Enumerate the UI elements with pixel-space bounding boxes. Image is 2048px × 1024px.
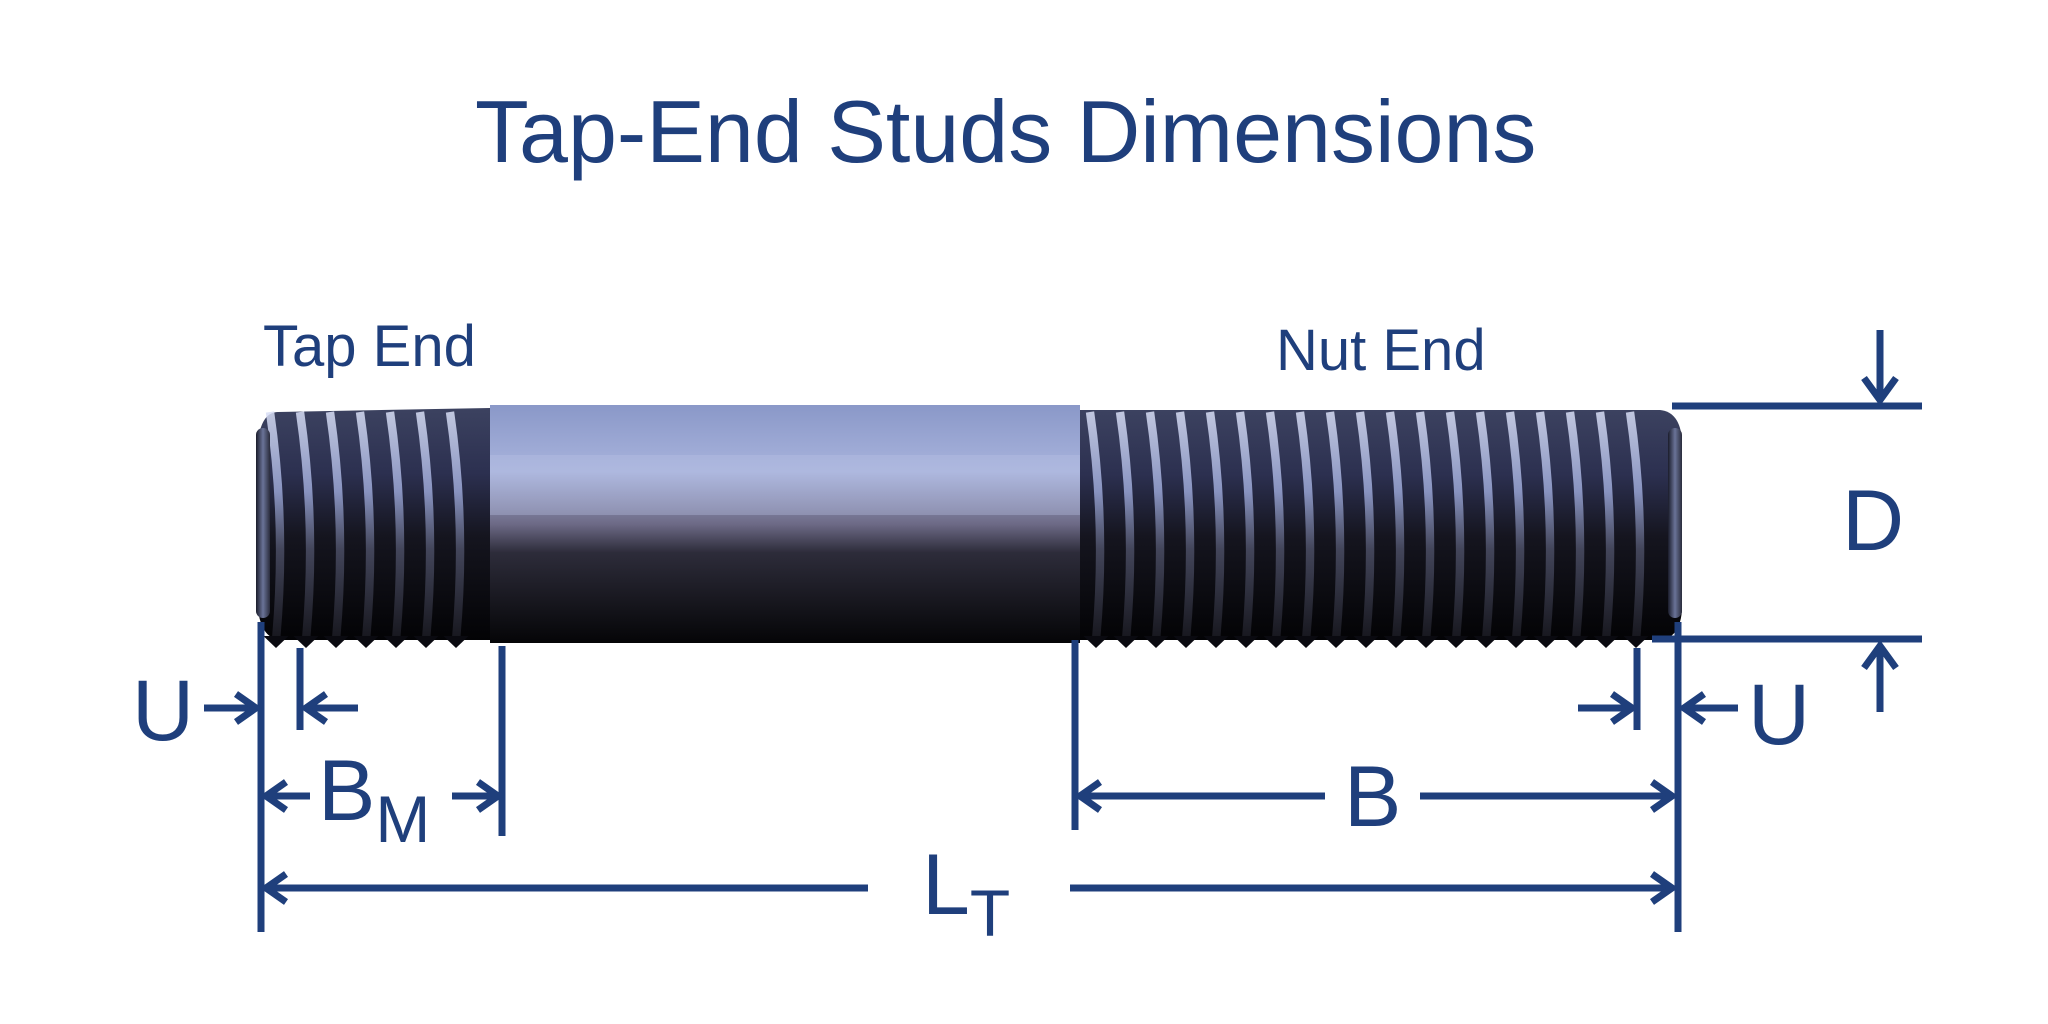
nut-thread-crest: [1295, 411, 1315, 641]
nut-thread-crest: [1565, 411, 1585, 641]
tap-thread-crest: [325, 411, 345, 641]
nut-thread-tooth: [1263, 636, 1289, 648]
b-right-arrowhead: [1649, 779, 1679, 813]
nut-thread-crest: [1415, 411, 1435, 641]
d-top-arrowhead: [1861, 375, 1899, 406]
nut-thread-tooth: [1353, 636, 1379, 648]
d-bottom-arrowhead: [1861, 640, 1899, 671]
dimension-bm-label: BM: [318, 748, 430, 852]
nut-thread-tooth: [1203, 636, 1229, 648]
dimension-d-label: D: [1842, 473, 1905, 569]
nut-end-label: Nut End: [1276, 318, 1486, 383]
nut-end-threads: [1083, 411, 1649, 648]
nut-thread-crest: [1535, 411, 1555, 641]
shaft-highlight: [490, 455, 1080, 515]
nut-thread-tooth: [1233, 636, 1259, 648]
tap-thread-tooth: [323, 636, 349, 648]
nut-thread-tooth: [1173, 636, 1199, 648]
nut-thread-crest: [1505, 411, 1525, 641]
tap-thread-tooth: [443, 636, 469, 648]
dimension-lt-main: L: [922, 837, 970, 933]
dimension-bm-main: B: [318, 743, 376, 839]
u-right-inner-arrowhead: [1609, 691, 1639, 725]
nut-thread-tooth: [1443, 636, 1469, 648]
arrowheads: [233, 375, 1899, 905]
nut-thread-crest: [1385, 411, 1405, 641]
dimension-b-label: B: [1344, 749, 1402, 845]
nut-thread-crest: [1235, 411, 1255, 641]
nut-thread-crest: [1445, 411, 1465, 641]
b-left-arrowhead: [1073, 779, 1103, 813]
tap-thread-crest: [295, 411, 315, 641]
nut-thread-crest: [1355, 411, 1375, 641]
nut-end-chamfer: [1668, 428, 1682, 618]
u-left-outer-arrowhead: [233, 691, 263, 725]
tap-end-threads: [263, 411, 469, 648]
nut-thread-tooth: [1113, 636, 1139, 648]
tap-end-chamfer: [256, 428, 270, 618]
tap-thread-tooth: [383, 636, 409, 648]
tap-thread-tooth: [353, 636, 379, 648]
nut-thread-crest: [1115, 411, 1135, 641]
tap-end-label: Tap End: [263, 314, 476, 379]
bm-right-arrowhead: [475, 779, 505, 813]
dimension-u-left-label: U: [132, 663, 195, 759]
lt-right-arrowhead: [1649, 871, 1679, 905]
nut-thread-tooth: [1503, 636, 1529, 648]
nut-thread-tooth: [1533, 636, 1559, 648]
dimension-lt-label: LT: [922, 842, 1010, 946]
tap-thread-crest: [445, 411, 465, 641]
tap-thread-tooth: [413, 636, 439, 648]
nut-thread-crest: [1205, 411, 1225, 641]
nut-thread-tooth: [1143, 636, 1169, 648]
dimension-bm-subscript: M: [375, 782, 431, 856]
bm-left-arrowhead: [259, 779, 289, 813]
dimension-lines: [204, 330, 1922, 932]
nut-thread-crest: [1145, 411, 1165, 641]
tap-thread-tooth: [293, 636, 319, 648]
tap-thread-tooth: [263, 636, 289, 648]
tap-thread-crest: [355, 411, 375, 641]
nut-thread-crest: [1475, 411, 1495, 641]
tap-thread-crest: [265, 411, 285, 641]
u-right-outer-arrowhead: [1677, 691, 1707, 725]
nut-thread-crest: [1175, 411, 1195, 641]
nut-thread-tooth: [1413, 636, 1439, 648]
u-left-inner-arrowhead: [299, 691, 329, 725]
nut-thread-tooth: [1563, 636, 1589, 648]
tap-thread-crest: [415, 411, 435, 641]
nut-thread-tooth: [1383, 636, 1409, 648]
nut-thread-crest: [1265, 411, 1285, 641]
nut-end-thread-body: [1080, 410, 1682, 640]
stud-shaft: [490, 405, 1080, 643]
nut-thread-tooth: [1323, 636, 1349, 648]
nut-thread-tooth: [1623, 636, 1649, 648]
dimension-u-right-label: U: [1748, 667, 1811, 763]
nut-thread-crest: [1595, 411, 1615, 641]
tap-thread-crest: [385, 411, 405, 641]
nut-thread-tooth: [1473, 636, 1499, 648]
nut-thread-tooth: [1593, 636, 1619, 648]
nut-thread-tooth: [1293, 636, 1319, 648]
nut-thread-crest: [1325, 411, 1345, 641]
lt-left-arrowhead: [259, 871, 289, 905]
nut-thread-crest: [1085, 411, 1105, 641]
page-title: Tap-End Studs Dimensions: [475, 82, 1537, 181]
dimension-lt-subscript: T: [969, 876, 1011, 950]
nut-thread-tooth: [1083, 636, 1109, 648]
nut-thread-crest: [1625, 411, 1645, 641]
